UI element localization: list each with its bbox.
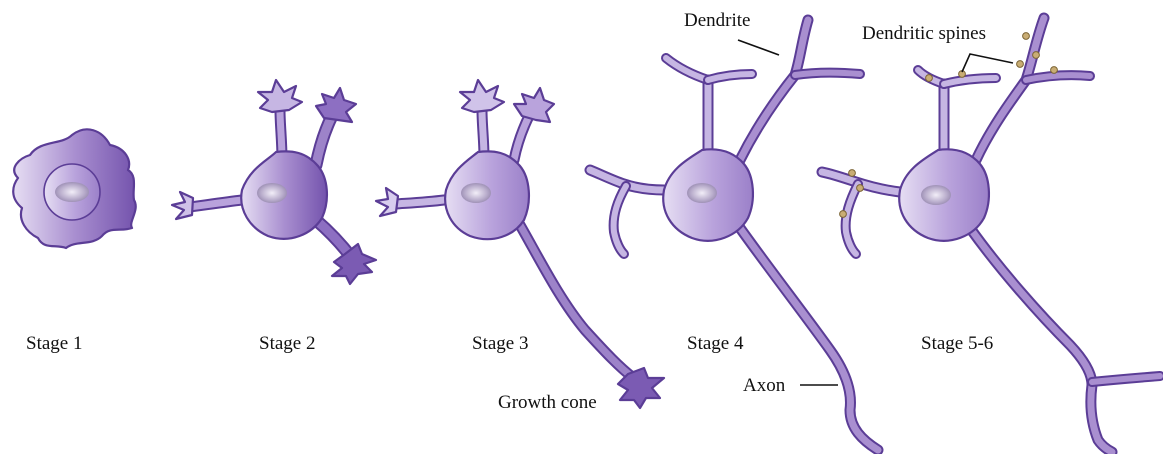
spine xyxy=(926,75,933,82)
stage-2-cell xyxy=(172,80,376,284)
stage-2-growth-cone-top-left xyxy=(258,80,302,112)
stage-4-label: Stage 4 xyxy=(687,333,744,354)
stage-1-cell xyxy=(13,129,135,248)
stage-3-growth-cone-left xyxy=(376,188,398,216)
spine xyxy=(849,170,856,177)
dendrite-leader-line xyxy=(738,40,779,55)
stage-3-label: Stage 3 xyxy=(472,333,528,354)
stage-3-growth-cone-top-left xyxy=(460,80,504,112)
stage-3-neurite-left xyxy=(396,200,444,204)
stage-2-growth-cone-left xyxy=(172,192,193,219)
dendritic-spines-label: Dendritic spines xyxy=(862,23,986,44)
stage-1-nucleolus xyxy=(55,182,89,202)
spine xyxy=(1033,52,1040,59)
stage-5-6-cell xyxy=(822,18,1160,452)
growth-cone-label: Growth cone xyxy=(498,392,597,413)
spine xyxy=(840,211,847,218)
dendritic-spines-leader-line xyxy=(962,54,1013,72)
stage-2-label: Stage 2 xyxy=(259,333,315,354)
spine xyxy=(857,185,864,192)
stage-1-label: Stage 1 xyxy=(26,333,82,354)
dendrite-label: Dendrite xyxy=(684,10,750,31)
stage-5-6-dendrite-left-branch xyxy=(846,184,858,254)
stage-3-nucleus xyxy=(461,183,491,203)
stage-5-6-dendrite-top-right xyxy=(976,18,1044,160)
stage-2-nucleus xyxy=(257,183,287,203)
spine xyxy=(1017,61,1024,68)
stage-4-dendrite-fork-c xyxy=(795,73,860,75)
stage-4-axon xyxy=(740,228,878,450)
stage-5-6-label: Stage 5-6 xyxy=(921,333,993,354)
spine xyxy=(1023,33,1030,40)
stage-3-growth-cone-top-right xyxy=(514,88,554,122)
stage-5-6-nucleus xyxy=(921,185,951,205)
stage-4-nucleus xyxy=(687,183,717,203)
axon-label: Axon xyxy=(743,375,786,396)
stage-2-growth-cone-top-right xyxy=(316,88,356,122)
spine xyxy=(1051,67,1058,74)
